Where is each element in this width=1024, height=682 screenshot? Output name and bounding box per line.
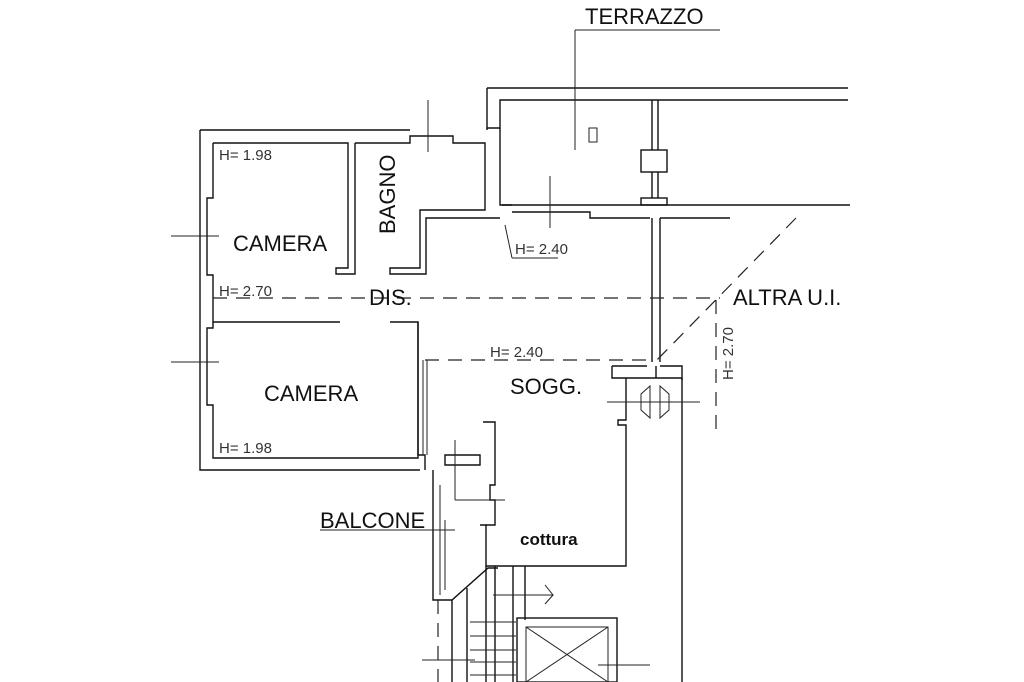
height-camera-top: H= 1.98: [219, 147, 272, 164]
height-sogg: H= 2.40: [490, 344, 543, 361]
label-altra-ui: ALTRA U.I.: [733, 285, 841, 310]
label-cottura: cottura: [520, 530, 578, 549]
tick-marks: [171, 29, 720, 666]
dashed-lines: [213, 217, 797, 682]
height-bagno-door: H= 2.40: [515, 241, 568, 258]
height-dis: H= 2.70: [219, 283, 272, 300]
height-altra-ui: H= 2.70: [720, 327, 737, 380]
label-balcone: BALCONE: [320, 508, 425, 533]
label-camera-top: CAMERA: [233, 231, 327, 256]
label-bagno: BAGNO: [375, 155, 400, 234]
label-terrazzo: TERRAZZO: [585, 4, 704, 29]
label-sogg: SOGG.: [510, 374, 582, 399]
label-camera-bottom: CAMERA: [264, 381, 358, 406]
height-camera-bottom: H= 1.98: [219, 440, 272, 457]
label-dis: DIS.: [369, 285, 412, 310]
walls: [199, 87, 850, 682]
